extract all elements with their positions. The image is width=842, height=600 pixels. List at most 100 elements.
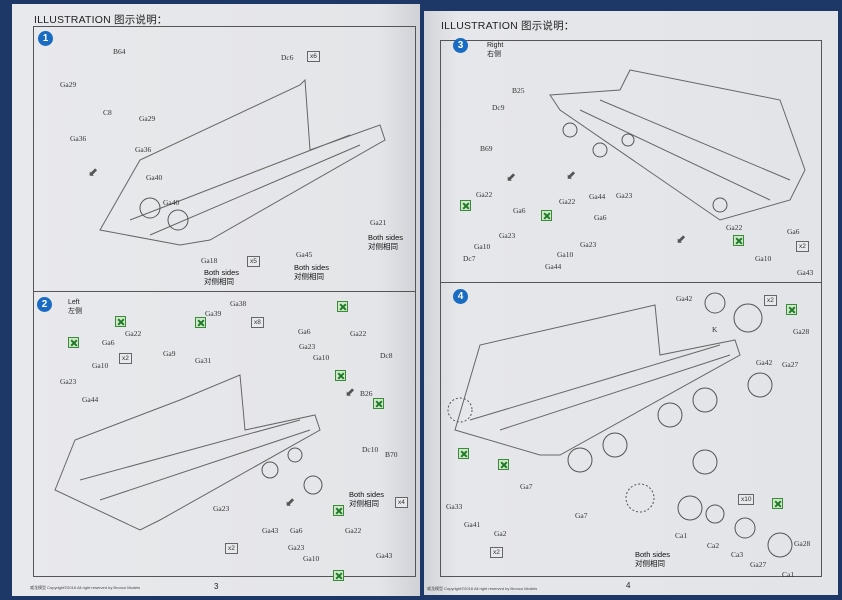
- part-label: Ga2: [494, 529, 507, 538]
- part-label: Ga7: [575, 511, 588, 520]
- part-label: Ga29: [139, 114, 156, 123]
- part-label: B70: [385, 450, 398, 459]
- part-label: Ga43: [262, 526, 279, 535]
- arrow-icon: ⬋: [676, 232, 687, 246]
- part-label: B25: [512, 86, 525, 95]
- part-label: Ga10: [313, 353, 330, 362]
- part-label: Ga18: [201, 256, 218, 265]
- step-number-badge: 3: [453, 38, 468, 53]
- both-sides-note: Both sides 对侧相同: [204, 268, 240, 286]
- arrow-icon: ⬋: [88, 165, 99, 179]
- part-label: Dc9: [492, 103, 505, 112]
- part-label: Ca3: [731, 550, 744, 559]
- part-label: Dc6: [281, 53, 294, 62]
- quantity-badge: x6: [307, 51, 320, 62]
- part-label: Ga43: [376, 551, 393, 560]
- part-label: Ga6: [290, 526, 303, 535]
- no-glue-icon: [335, 370, 346, 381]
- part-label: Ga22: [726, 223, 743, 232]
- side-label: Right 右侧: [487, 42, 504, 58]
- part-label: Ga23: [60, 377, 77, 386]
- part-label: Ga21: [370, 218, 387, 227]
- no-glue-icon: [733, 235, 744, 246]
- part-label: Ga22: [345, 526, 362, 535]
- page-number: 3: [214, 582, 219, 591]
- arrow-icon: ⬋: [345, 385, 356, 399]
- part-label: Ga22: [559, 197, 576, 206]
- part-label: Ga6: [787, 227, 800, 236]
- quantity-badge: x4: [395, 497, 408, 508]
- quantity-badge: x5: [247, 256, 260, 267]
- part-label: Ga28: [794, 539, 811, 548]
- part-label: Ga29: [60, 80, 77, 89]
- no-glue-icon: [498, 459, 509, 470]
- part-label: Ga43: [797, 268, 814, 277]
- part-label: Dc10: [362, 445, 379, 454]
- step-2-panel: [33, 291, 416, 577]
- part-label: Dc8: [380, 351, 393, 360]
- quantity-badge: x8: [251, 317, 264, 328]
- part-label: Ga23: [499, 231, 516, 240]
- part-label: Ga36: [135, 145, 152, 154]
- part-label: Ga40: [163, 198, 180, 207]
- part-label: Ga22: [476, 190, 493, 199]
- part-label: Ga44: [82, 395, 99, 404]
- part-label: Ga27: [782, 360, 799, 369]
- no-glue-icon: [195, 317, 206, 328]
- road-wheels: [139, 122, 793, 558]
- part-label: Ga22: [125, 329, 142, 338]
- page-number: 4: [626, 581, 631, 590]
- part-label: Ga23: [213, 504, 230, 513]
- hull-outline-step-1: [99, 78, 386, 246]
- part-label: Ga41: [464, 520, 481, 529]
- part-label: Ga10: [92, 361, 109, 370]
- part-label: B69: [480, 144, 493, 153]
- side-label: Left 左侧: [68, 299, 82, 315]
- no-glue-icon: [460, 200, 471, 211]
- part-label: Ga44: [589, 192, 606, 201]
- hull-outline-step-4: [454, 304, 741, 456]
- part-label: Ga23: [616, 191, 633, 200]
- copyright-footer: 威龙模型 Copyright©2016 All right reserved b…: [30, 585, 141, 590]
- part-label: Ga6: [298, 327, 311, 336]
- part-label: B26: [360, 389, 373, 398]
- no-glue-icon: [333, 505, 344, 516]
- quantity-badge: x2: [764, 295, 777, 306]
- part-label: Ga45: [296, 250, 313, 259]
- no-glue-icon: [373, 398, 384, 409]
- copyright-footer: 威龙模型 Copyright©2016 All right reserved b…: [427, 586, 538, 591]
- part-label: Ga9: [163, 349, 176, 358]
- part-label: Ga10: [755, 254, 772, 263]
- hull-outline-step-3: [549, 69, 806, 221]
- part-label: Ga36: [70, 134, 87, 143]
- part-label: Ga42: [756, 358, 773, 367]
- manual-page-3: [12, 4, 420, 596]
- part-label: Ga38: [230, 299, 247, 308]
- part-label: Ca1: [675, 531, 688, 540]
- no-glue-icon: [458, 448, 469, 459]
- part-label: Dc7: [463, 254, 476, 263]
- part-label: C8: [103, 108, 112, 117]
- part-label: B64: [113, 47, 126, 56]
- step-number-badge: 2: [37, 297, 52, 312]
- part-label: Ga6: [513, 206, 526, 215]
- quantity-badge: x2: [796, 241, 809, 252]
- part-label: Ga7: [520, 482, 533, 491]
- both-sides-note: Both sides 对侧相同: [368, 233, 404, 251]
- part-label: Ga33: [446, 502, 463, 511]
- step-number-badge: 4: [453, 289, 468, 304]
- part-label: Ga42: [676, 294, 693, 303]
- no-glue-icon: [786, 304, 797, 315]
- arrow-icon: ⬋: [285, 495, 296, 509]
- hull-outline-step-2: [54, 374, 321, 531]
- no-glue-icon: [333, 570, 344, 581]
- no-glue-icon: [337, 301, 348, 312]
- part-label: Ga44: [545, 262, 562, 271]
- part-label: Ca2: [707, 541, 720, 550]
- part-label: Ga39: [205, 309, 222, 318]
- step-number-badge: 1: [38, 31, 53, 46]
- no-glue-icon: [772, 498, 783, 509]
- part-label: Ga6: [102, 338, 115, 347]
- quantity-badge: x10: [738, 494, 755, 505]
